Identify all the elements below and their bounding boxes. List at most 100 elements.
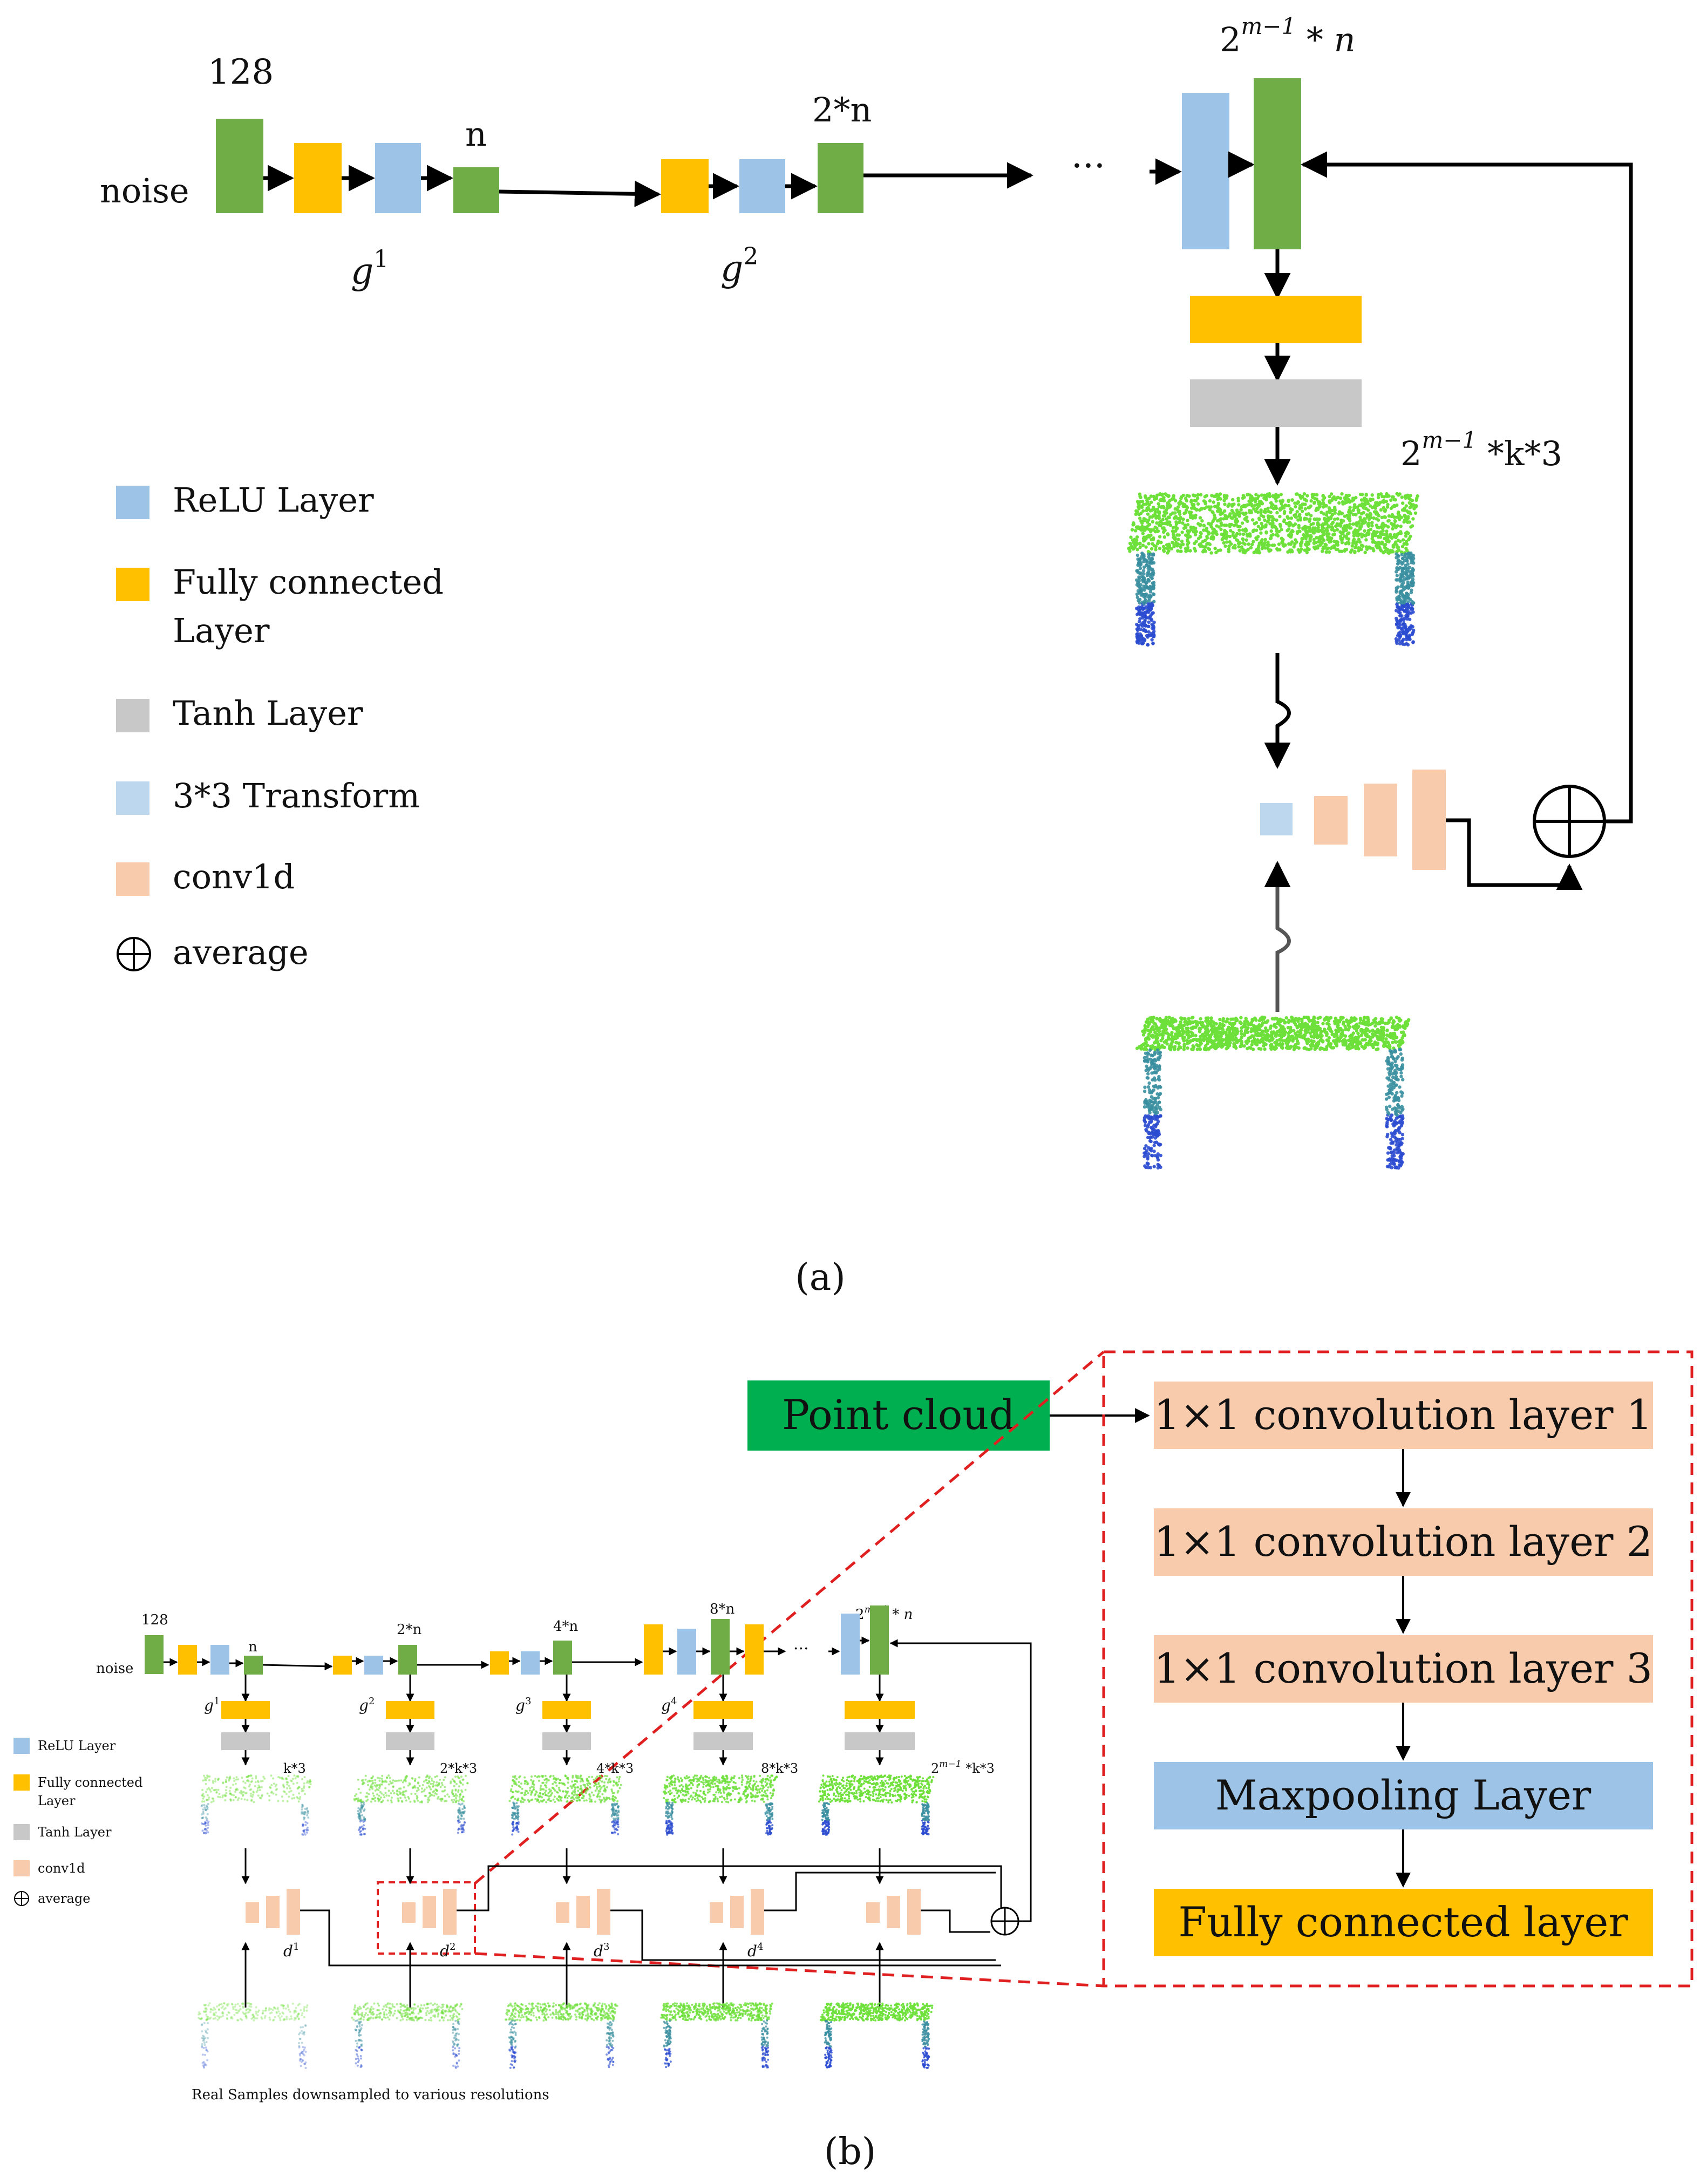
mini-real-cloud (351, 2002, 464, 2069)
mini-stage-label: 2*n (397, 1622, 422, 1638)
fc-block (178, 1645, 197, 1675)
conv-layer-1-label: 1×1 convolution layer 1 (1154, 1391, 1652, 1439)
fc-swatch (13, 1774, 30, 1791)
tanh-swatch (116, 699, 149, 732)
relu-swatch (116, 486, 149, 519)
relu-swatch (13, 1738, 30, 1754)
stage-block (553, 1641, 572, 1675)
fc-block (294, 143, 342, 213)
label-noise: noise (100, 171, 189, 210)
legend-relu: ReLU Layer (173, 480, 374, 520)
legend-tanh: Tanh Layer (173, 693, 363, 733)
mini-out-last: 2m−1 *k*3 (931, 1759, 995, 1776)
conv-block (907, 1889, 921, 1935)
conv-block (1412, 770, 1446, 870)
fc-block (542, 1701, 591, 1719)
mini-out-label: 8*k*3 (761, 1761, 798, 1776)
conv-block (246, 1902, 259, 1923)
mini-legend: ReLU Layer Fully connected Layer Tanh La… (13, 1738, 142, 1906)
mini-d-label: d1 (283, 1941, 299, 1960)
legend-fc-2: Layer (173, 611, 270, 650)
label-n: n (465, 114, 487, 154)
panel-b: Point cloud 1×1 convolution layer 1 1×1 … (13, 1350, 1694, 2173)
conv-block (887, 1896, 900, 1928)
top-block (1254, 78, 1301, 249)
point-cloud-label: Point cloud (782, 1391, 1015, 1439)
circle-plus-icon (14, 1891, 29, 1906)
mini-128: 128 (141, 1612, 168, 1628)
mini-real-cloud (820, 2002, 934, 2069)
arrow (262, 1662, 333, 1671)
legend: ReLU Layer Fully connected Layer Tanh La… (116, 480, 444, 972)
mini-d-label: d2 (440, 1941, 455, 1960)
2n-block (818, 143, 863, 213)
detail-frame (1102, 1350, 1694, 1988)
mini-stage-label: n (248, 1639, 257, 1655)
mini-real-cloud (505, 2002, 618, 2069)
label-2n: 2*n (812, 90, 872, 130)
relu-block (521, 1651, 540, 1675)
fc-block (1190, 296, 1362, 343)
n-block (453, 167, 499, 213)
connector (1264, 653, 1291, 769)
legend-average: average (173, 933, 309, 972)
legend-conv: conv1d (173, 857, 295, 896)
mini-out-label: 4*k*3 (596, 1761, 634, 1776)
conv-block (1314, 796, 1348, 845)
circle-plus-icon (117, 937, 151, 971)
conv-block (730, 1896, 744, 1928)
mini-g-label: g3 (515, 1696, 531, 1714)
mini-g-label: g4 (661, 1696, 677, 1714)
relu-block (739, 159, 785, 213)
label-out: 2m−1 *k*3 (1400, 427, 1562, 473)
conv-block (597, 1889, 610, 1935)
mini-stage-label: 8*n (710, 1601, 735, 1617)
mini-legend-tanh: Tanh Layer (38, 1825, 112, 1840)
mini-g-label: g2 (359, 1696, 375, 1714)
transform-swatch (116, 781, 149, 815)
tanh-block (845, 1732, 915, 1750)
fc-block (333, 1656, 352, 1675)
conv-block (1364, 784, 1397, 856)
fc-block (221, 1701, 270, 1719)
mini-out-label: k*3 (283, 1761, 306, 1776)
mini-legend-conv: conv1d (38, 1861, 85, 1876)
relu-block (677, 1629, 696, 1675)
stage-block (244, 1656, 263, 1675)
panel-a: 128 noise n g1 2*n g2 ··· 2m−1 * n 2m−1 … (100, 13, 1633, 1299)
mini-d-label: d3 (594, 1941, 609, 1960)
maxpool-layer (1154, 1762, 1653, 1829)
transform-block (1260, 803, 1293, 835)
connector (1446, 818, 1583, 890)
mini-out-label: 2*k*3 (440, 1761, 477, 1776)
stage-block (870, 1605, 889, 1675)
noise-block (216, 119, 263, 213)
tanh-block (1190, 379, 1362, 427)
mini-dashed-highlight (377, 1881, 476, 1955)
zoom-line (474, 1952, 1104, 1988)
mini-ellipsis: ··· (793, 1639, 809, 1658)
generated-point-cloud-image (1127, 492, 1419, 647)
caption-a: (a) (795, 1256, 846, 1299)
fc-block (490, 1651, 509, 1675)
mini-d-label: d4 (747, 1941, 763, 1960)
feedback-arrow (1301, 151, 1633, 824)
conv-swatch (13, 1860, 30, 1876)
mini-architecture: 128 noise ReLU Layer Fully connected Lay… (13, 1601, 1032, 2103)
label-128: 128 (208, 52, 274, 92)
conv-swatch (116, 862, 149, 896)
tanh-swatch (13, 1824, 30, 1840)
mini-generated-cloud (818, 1774, 935, 1836)
mini-generated-cloud (662, 1774, 778, 1836)
conv-block (751, 1889, 764, 1935)
tanh-block (693, 1732, 753, 1750)
fc-layer (1154, 1889, 1653, 1956)
tanh-block (386, 1732, 434, 1750)
relu-block (1182, 93, 1229, 249)
conv-layer-2 (1154, 1508, 1653, 1576)
conv-layer-1 (1154, 1382, 1653, 1449)
mini-real-samples: Real Samples downsampled to various reso… (192, 2087, 549, 2103)
mini-generated-cloud (353, 1774, 469, 1836)
conv-block (866, 1902, 880, 1923)
